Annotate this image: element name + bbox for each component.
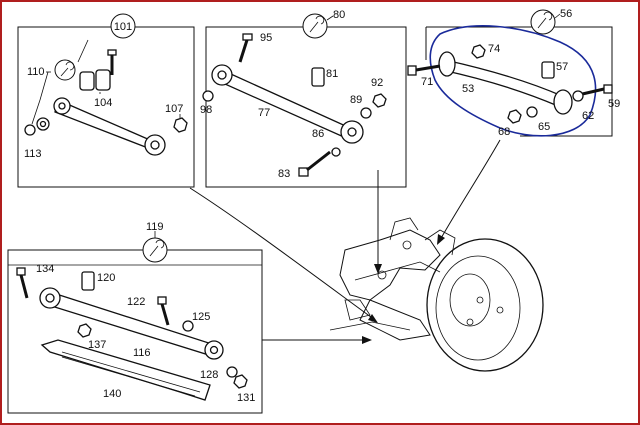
label-116: 116 (133, 347, 151, 359)
washer-86 (331, 147, 341, 157)
label-59: 59 (608, 98, 620, 110)
arm-101 (53, 97, 166, 156)
washer-62 (572, 90, 584, 102)
washer-128 (226, 366, 238, 378)
group-56-number: 56 (560, 8, 572, 20)
bolt-122 (157, 296, 170, 326)
group-80-number: 80 (333, 9, 345, 21)
label-86: 86 (312, 128, 324, 140)
label-98: 98 (200, 104, 212, 116)
label-131: 131 (237, 392, 255, 404)
group-119-number: 119 (146, 221, 164, 233)
bushing-104 (79, 69, 111, 91)
label-120: 120 (97, 272, 115, 284)
label-74: 74 (488, 43, 500, 55)
bolt-71 (407, 64, 441, 76)
label-104: 104 (94, 97, 112, 109)
bushing-81 (311, 67, 325, 87)
group-80-box (205, 26, 407, 188)
wrench-icon (309, 15, 325, 33)
bolt-95 (238, 33, 253, 63)
label-83: 83 (278, 168, 290, 180)
label-92: 92 (371, 77, 383, 89)
arm-53 (438, 51, 573, 115)
label-140: 140 (103, 388, 121, 400)
label-89: 89 (350, 94, 362, 106)
label-65: 65 (538, 121, 550, 133)
brake-disc (426, 238, 544, 372)
washer-113 (24, 117, 50, 136)
label-71: 71 (421, 76, 433, 88)
group-101: 101 (17, 13, 195, 188)
nut-137 (77, 323, 92, 338)
label-134: 134 (36, 263, 54, 275)
label-81: 81 (326, 68, 338, 80)
group-119: 119 1 (7, 221, 263, 414)
washer-89 (360, 107, 372, 119)
label-137: 137 (88, 339, 106, 351)
bolt-110 (107, 49, 117, 75)
label-95: 95 (260, 32, 272, 44)
label-122: 122 (127, 296, 145, 308)
leader-arrows (189, 139, 501, 344)
washer-125 (182, 320, 194, 332)
group-101-bubble (110, 13, 136, 39)
nut-68 (507, 109, 522, 124)
wrench-icon (537, 11, 553, 29)
group-101-number: 101 (114, 21, 132, 33)
label-68: 68 (498, 126, 510, 138)
label-62: 62 (582, 110, 594, 122)
wrench-icon (54, 59, 76, 81)
washer-65 (526, 106, 538, 118)
label-128: 128 (200, 369, 218, 381)
knuckle (339, 229, 441, 301)
label-125: 125 (192, 311, 210, 323)
label-113: 113 (24, 148, 42, 160)
arm-116 (39, 287, 224, 360)
group-80: 80 95 81 92 98 77 89 (200, 9, 407, 188)
bushing-120 (81, 271, 95, 291)
label-77: 77 (258, 107, 270, 119)
bushing-57 (541, 61, 555, 79)
nut-131 (233, 374, 248, 389)
bolt-83 (298, 150, 331, 177)
nut-74 (471, 44, 486, 59)
label-110: 110 (27, 66, 45, 78)
label-57: 57 (556, 61, 568, 73)
group-101-box (17, 26, 195, 188)
label-53: 53 (462, 83, 474, 95)
wrench-icon (149, 239, 165, 257)
washer-98 (202, 90, 214, 102)
bolt-134 (16, 267, 29, 299)
group-56: 56 74 57 71 53 59 62 68 (407, 8, 620, 138)
cover-140 (40, 339, 211, 401)
highlight-loop (429, 25, 597, 137)
arm-77 (211, 64, 364, 144)
label-107: 107 (165, 103, 183, 115)
nut-92 (372, 93, 387, 108)
nut-107 (173, 117, 188, 133)
suspension-assembly (329, 217, 544, 372)
